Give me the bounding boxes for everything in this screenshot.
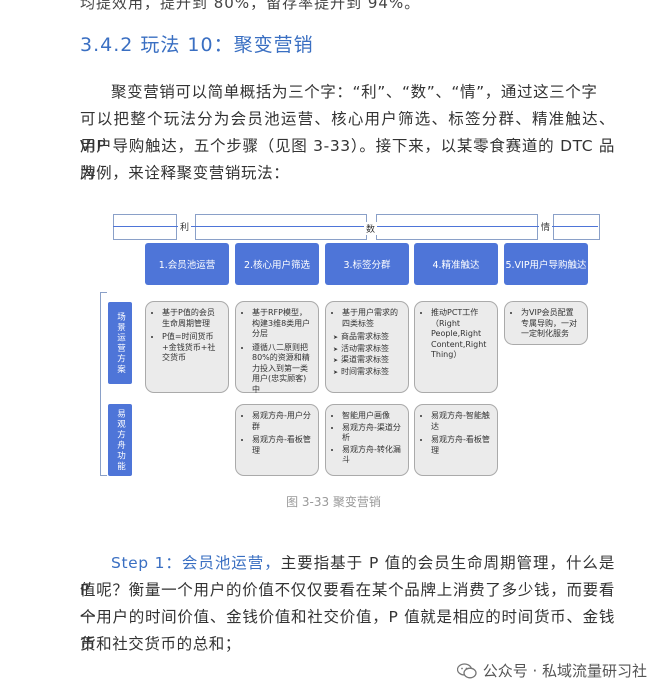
card-subitem: 渠道需求标签 [341,355,402,367]
step-header-5: 5.VIP用户导购触达 [504,243,588,285]
step1-line-text: 主要指基于 P 值的会员生命周期管理，什么是 P [80,554,615,599]
card-item: 智能用户画像 [342,411,402,422]
bracket-box [553,214,600,240]
step1-line: 币和社交货币的总和； [80,635,242,653]
wechat-icon [456,662,477,679]
scenario-card-1: 基于P值的会员生命周期管理 P值=时间货币+金钱货币+社交货币 [145,301,229,393]
scenario-card-5: 为VIP会员配置专属导购，一对一定制化服务 [504,301,588,345]
row-label-feature: 易观方舟功能 [108,404,132,476]
step-header-2: 2.核心用户筛选 [235,243,319,285]
card-item: 为VIP会员配置专属导购，一对一定制化服务 [521,308,581,340]
card-subitem: 商品需求标签 [341,332,402,344]
figure-diagram: 利 数 情 1.会员池运营 2.核心用户筛选 3.标签分群 4.精准触达 5.V… [0,0,667,520]
step-header-1: 1.会员池运营 [145,243,229,285]
step-header-3: 3.标签分群 [325,243,409,285]
card-item: 基于P值的会员生命周期管理 [162,308,222,329]
feature-card-2: 易观方舟-用户分群 易观方舟-看板管理 [235,404,319,476]
card-item: 易观方舟-智能触达 [431,411,491,432]
intro-line: 用户导购触达，五个步骤（见图 3-33）。接下来，以某零食赛道的 DTC 品牌 [80,137,615,182]
scenario-card-4: 推动PCT工作（Right People,Right Content,Right… [414,301,498,393]
intro-line: 聚变营销可以简单概括为三个字：“利”、“数”、“情”，通过这三个字 [111,83,598,101]
card-subitem: 时间需求标签 [341,367,402,379]
row-label-scenario: 场景运营方案 [108,302,132,384]
bracket-box [113,214,177,240]
card-item: 基于用户需求的四类标签 [342,308,402,329]
step1-line: 值呢？衡量一个用户的价值不仅仅要看在某个品牌上消费了多少钱，而要看一 [80,581,615,626]
card-item: 易观方舟-渠道分析 [342,423,402,444]
figure-caption: 图 3-33 聚变营销 [286,495,381,509]
intro-line: 为例，来诠释聚变营销玩法： [80,164,290,182]
intro-line: 可以把整个玩法分为会员池运营、核心用户筛选、标签分群、精准触达、VIP [80,110,615,155]
segment-label-qing: 情 [539,220,553,233]
step1-lead: Step 1：会员池运营， [111,554,281,572]
segment-label-shu: 数 [364,222,378,235]
card-item: 易观方舟-看板管理 [431,435,491,456]
scenario-card-3: 基于用户需求的四类标签 商品需求标签 活动需求标签 渠道需求标签 时间需求标签 [325,301,409,393]
card-item: 易观方舟-看板管理 [252,435,312,456]
card-item: 易观方舟-用户分群 [252,411,312,432]
card-subitem: 活动需求标签 [341,344,402,356]
segment-label-li: 利 [178,220,192,233]
feature-card-4: 易观方舟-智能触达 易观方舟-看板管理 [414,404,498,476]
bracket-line [113,226,598,227]
card-item: 易观方舟-转化漏斗 [342,445,402,466]
watermark-text: 公众号 · 私域流量研习社 [482,662,647,680]
card-item: P值=时间货币+金钱货币+社交货币 [162,332,222,364]
bracket-box [376,214,538,240]
feature-card-3: 智能用户画像 易观方舟-渠道分析 易观方舟-转化漏斗 [325,404,409,476]
watermark: 公众号 · 私域流量研习社 [456,660,647,681]
bracket-box [195,214,367,240]
card-item: 推动PCT工作（Right People,Right Content,Right… [431,308,491,361]
row-bracket [100,292,107,476]
section-heading: 3.4.2 玩法 10：聚变营销 [80,34,314,56]
step1-line: 个用户的时间价值、金钱价值和社交价值，P 值就是相应的时间货币、金钱货 [80,608,615,653]
card-item: 基于RFP模型，构建3维8类用户分层 [252,308,312,340]
step-header-4: 4.精准触达 [414,243,498,285]
top-text-fragment: 均提效用，提升到 80%，留存率提升到 94%。 [80,0,421,12]
scenario-card-2: 基于RFP模型，构建3维8类用户分层 遵循八二原则把80%的资源和精力投入到第一… [235,301,319,396]
card-item: 遵循八二原则把80%的资源和精力投入到第一类用户(忠实顾客)中 [252,343,312,396]
step1-line: Step 1：会员池运营，主要指基于 P 值的会员生命周期管理，什么是 P [80,550,615,604]
